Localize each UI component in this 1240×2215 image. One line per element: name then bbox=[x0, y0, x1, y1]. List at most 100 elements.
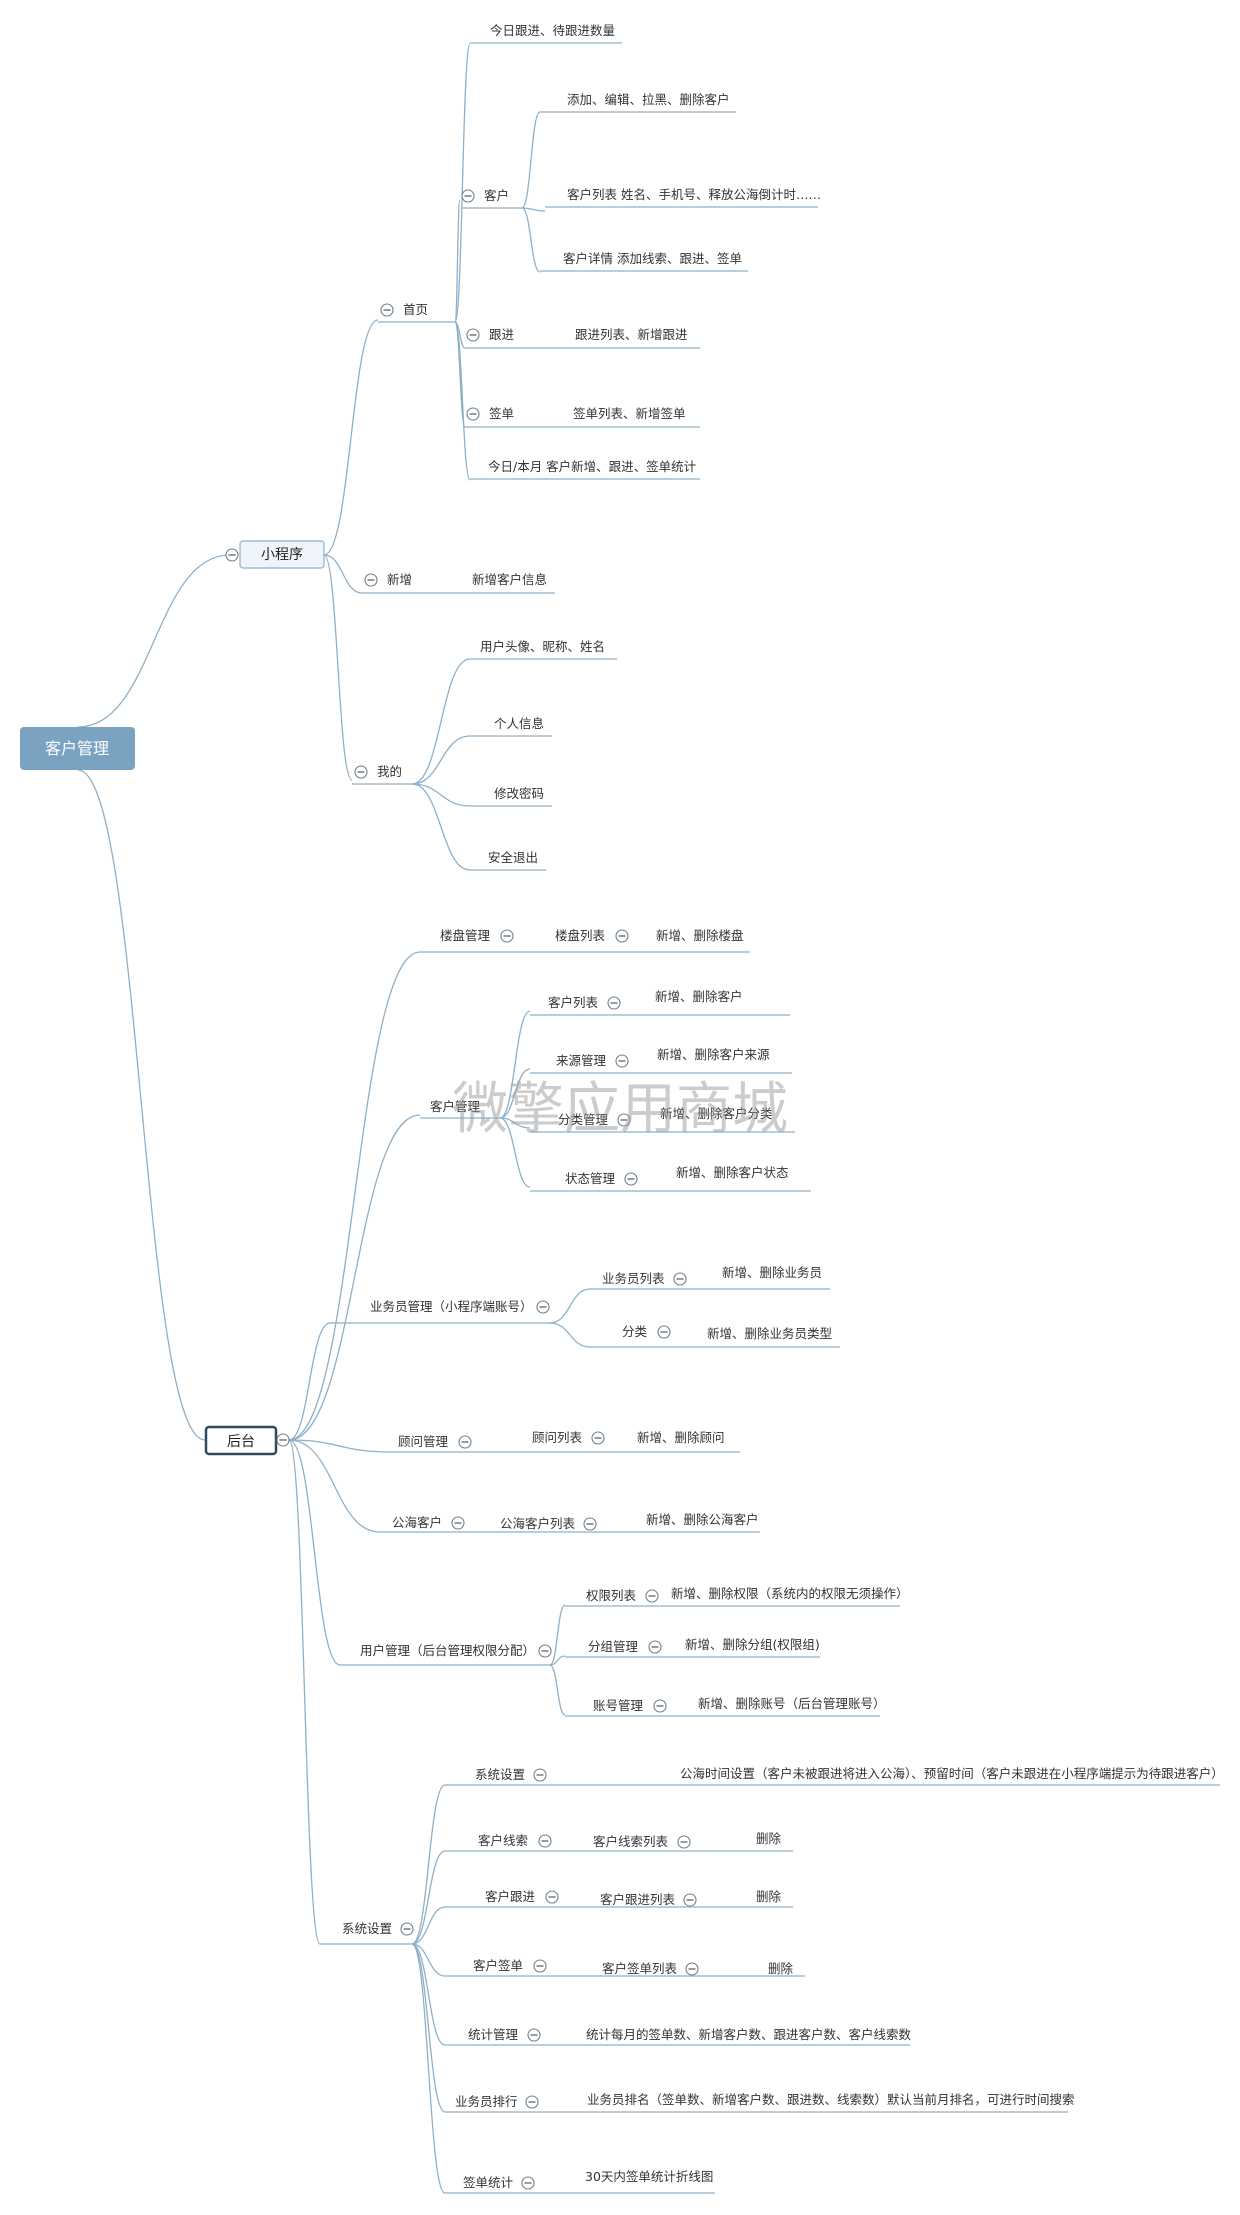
custmgmt-status-leaf: 新增、删除客户状态 bbox=[676, 1165, 789, 1180]
sea-leaf: 新增、删除公海客户 bbox=[646, 1512, 759, 1527]
edge-mine-2 bbox=[411, 783, 471, 807]
edge-admin-system bbox=[288, 1439, 321, 1945]
building-sub: 楼盘列表 bbox=[555, 928, 606, 943]
customer-crud: 添加、编辑、拉黑、删除客户 bbox=[567, 92, 730, 107]
follow-detail: 跟进列表、新增跟进 bbox=[575, 327, 688, 342]
root-node-box[interactable] bbox=[20, 727, 135, 770]
system-stats-collapse-icon[interactable] bbox=[527, 2028, 541, 2042]
home-rank: 今日/本月 客户新增、跟进、签单统计 bbox=[488, 459, 696, 474]
edge-mini-home bbox=[323, 319, 379, 556]
system-clue-sub-collapse-icon[interactable] bbox=[677, 1835, 691, 1849]
system-follow-leaf: 删除 bbox=[756, 1889, 782, 1904]
custmgmt-source-leaf: 新增、删除客户来源 bbox=[657, 1047, 770, 1062]
edge-custmgmt-category bbox=[499, 1117, 531, 1129]
follow-collapse-icon[interactable] bbox=[466, 328, 480, 342]
users-account-collapse-icon[interactable] bbox=[653, 1699, 667, 1713]
edge-mine-0 bbox=[411, 658, 471, 785]
edge-root-admin bbox=[77, 769, 206, 1441]
system-clue-collapse-icon[interactable] bbox=[538, 1834, 552, 1848]
system-chart-collapse-icon[interactable] bbox=[521, 2176, 535, 2190]
customer-detail: 客户详情 添加线索、跟进、签单 bbox=[563, 251, 742, 266]
users-collapse-icon[interactable] bbox=[538, 1644, 552, 1658]
sign-collapse-icon[interactable] bbox=[466, 407, 480, 421]
root-node-label: 客户管理 bbox=[45, 739, 109, 758]
edge-mine-1 bbox=[411, 735, 471, 785]
sales-list-label: 业务员列表 bbox=[602, 1271, 665, 1286]
system-clue-sub: 客户线索列表 bbox=[593, 1834, 669, 1849]
mine-collapse-icon[interactable] bbox=[354, 765, 368, 779]
edge-home-customer bbox=[454, 199, 461, 323]
sales-list-collapse-icon[interactable] bbox=[673, 1272, 687, 1286]
sea-sub-collapse-icon[interactable] bbox=[583, 1517, 597, 1531]
custmgmt-source-collapse-icon[interactable] bbox=[615, 1054, 629, 1068]
edge-admin-sales bbox=[288, 1322, 331, 1441]
system-follow-collapse-icon[interactable] bbox=[545, 1890, 559, 1904]
building-label: 楼盘管理 bbox=[440, 928, 491, 943]
sea-sub: 公海客户列表 bbox=[500, 1516, 576, 1531]
system-label: 系统设置 bbox=[342, 1921, 392, 1936]
system-follow-sub: 客户跟进列表 bbox=[600, 1892, 676, 1907]
edge-customer-list bbox=[521, 207, 546, 212]
system-sign-collapse-icon[interactable] bbox=[533, 1959, 547, 1973]
building-sub-collapse-icon[interactable] bbox=[615, 929, 629, 943]
edge-custmgmt-list bbox=[499, 1010, 531, 1119]
edge-admin-users bbox=[288, 1439, 341, 1666]
system-sign-sub-collapse-icon[interactable] bbox=[685, 1962, 699, 1976]
custmgmt-category-collapse-icon[interactable] bbox=[617, 1113, 631, 1127]
sea-collapse-icon[interactable] bbox=[451, 1516, 465, 1530]
mine-item-1: 个人信息 bbox=[494, 716, 544, 731]
advisor-collapse-icon[interactable] bbox=[458, 1435, 472, 1449]
home-label: 首页 bbox=[403, 302, 428, 317]
edge-sales-list bbox=[549, 1288, 591, 1324]
custmgmt-status-label: 状态管理 bbox=[565, 1171, 616, 1186]
users-perm-collapse-icon[interactable] bbox=[645, 1589, 659, 1603]
admin-collapse-icon[interactable] bbox=[276, 1433, 290, 1447]
edge-customer-detail bbox=[521, 207, 541, 273]
system-chart-label: 签单统计 bbox=[463, 2175, 513, 2190]
system-settings-leaf: 公海时间设置（客户未被跟进将进入公海）、预留时间（客户未跟进在小程序端提示为待跟… bbox=[680, 1766, 1224, 1781]
mini-collapse-icon[interactable] bbox=[225, 548, 239, 562]
system-follow-label: 客户跟进 bbox=[485, 1889, 536, 1904]
edge-mini-mine bbox=[323, 554, 353, 781]
users-account-leaf: 新增、删除账号（后台管理账号） bbox=[698, 1696, 886, 1711]
sales-category-collapse-icon[interactable] bbox=[657, 1325, 671, 1339]
sea-label: 公海客户 bbox=[392, 1515, 442, 1530]
system-clue-leaf: 删除 bbox=[756, 1831, 782, 1846]
custmgmt-list-collapse-icon[interactable] bbox=[607, 996, 621, 1010]
edge-root-mini bbox=[77, 554, 231, 728]
system-collapse-icon[interactable] bbox=[400, 1922, 414, 1936]
custmgmt-status-collapse-icon[interactable] bbox=[624, 1172, 638, 1186]
users-label: 用户管理（后台管理权限分配） bbox=[360, 1643, 535, 1658]
edge-sales-category bbox=[549, 1322, 591, 1348]
custmgmt-category-leaf: 新增、删除客户分类 bbox=[660, 1106, 773, 1121]
home-collapse-icon[interactable] bbox=[380, 303, 394, 317]
sales-collapse-icon[interactable] bbox=[536, 1300, 550, 1314]
system-follow-sub-collapse-icon[interactable] bbox=[683, 1893, 697, 1907]
system-settings-collapse-icon[interactable] bbox=[533, 1768, 547, 1782]
edge-users-perm bbox=[549, 1604, 566, 1666]
connector-lines bbox=[77, 43, 591, 2194]
users-perm-leaf: 新增、删除权限（系统内的权限无须操作） bbox=[671, 1586, 909, 1601]
edge-system-stats bbox=[411, 1943, 446, 2046]
system-sign-leaf: 删除 bbox=[768, 1961, 794, 1976]
users-group-label: 分组管理 bbox=[588, 1639, 639, 1654]
users-group-collapse-icon[interactable] bbox=[648, 1640, 662, 1654]
edge-system-settings bbox=[411, 1784, 446, 1945]
sign-detail: 签单列表、新增签单 bbox=[573, 406, 686, 421]
edge-mine-3 bbox=[411, 783, 471, 871]
sales-label: 业务员管理（小程序端账号） bbox=[370, 1299, 533, 1314]
admin-node-box[interactable] bbox=[204, 1425, 278, 1456]
mini-node-box[interactable] bbox=[239, 540, 325, 569]
custmgmt-list-leaf: 新增、删除客户 bbox=[655, 989, 743, 1004]
system-ranking-collapse-icon[interactable] bbox=[525, 2095, 539, 2109]
advisor-sub-collapse-icon[interactable] bbox=[591, 1431, 605, 1445]
mine-item-2: 修改密码 bbox=[494, 786, 544, 801]
customer-collapse-icon[interactable] bbox=[461, 189, 475, 203]
sign-label: 签单 bbox=[489, 406, 514, 421]
edge-system-chart bbox=[411, 1943, 446, 2194]
building-collapse-icon[interactable] bbox=[500, 929, 514, 943]
edge-admin-advisor bbox=[288, 1439, 391, 1453]
custmgmt-category-label: 分类管理 bbox=[558, 1112, 609, 1127]
add-collapse-icon[interactable] bbox=[364, 573, 378, 587]
